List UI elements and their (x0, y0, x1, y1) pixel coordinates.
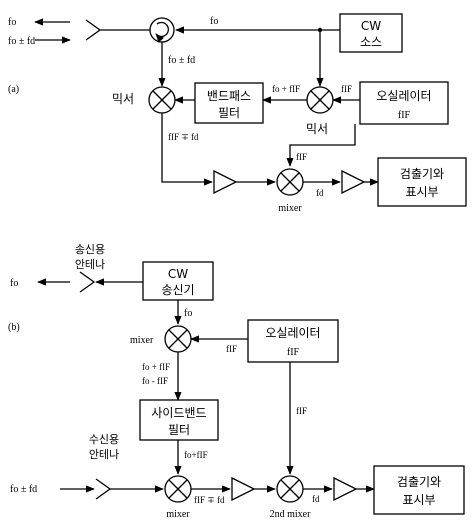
panel-b-sig-osc-down: fIF (296, 406, 307, 416)
panel-b-sig-cw-down: fo (184, 308, 192, 319)
mixer-b3-label: 2nd mixer (270, 509, 311, 520)
bandpass-filter-box (194, 82, 264, 124)
mixer-3-label: mixer (278, 203, 302, 214)
oscillator-line1: 오실레이터 (376, 89, 431, 103)
rx-antenna-icon (95, 478, 112, 500)
oscillator-box-b (247, 319, 339, 363)
panel-b-sig-doppler: fd (312, 494, 320, 504)
cw-transmitter-line2: 송신기 (161, 283, 194, 297)
mixer-1-label: 믹서 (112, 92, 134, 106)
amplifier-b2-icon (333, 476, 358, 502)
sideband-filter-line2: 필터 (168, 423, 190, 437)
panel-a-sig-osc-down: fIF (296, 152, 307, 162)
panel-b: (b) 송신용 안테나 fo CW 송신기 fo mixer 오실레이터 fIF… (8, 243, 465, 520)
cw-source-line1: CW (361, 19, 381, 33)
panel-b-sig-mixer-out-2: fo - fIF (142, 376, 168, 386)
detector-display-b-line2: 표시부 (402, 493, 435, 507)
tx-antenna-icon (79, 271, 96, 293)
panel-a-antenna-icon (85, 19, 150, 41)
detector-display-a-line2: 표시부 (405, 185, 438, 199)
panel-b-tx-label: fo (10, 278, 18, 289)
panel-a-sig-bpf-out: fIF ∓ fd (168, 132, 199, 142)
mixer-b1-label: mixer (130, 335, 154, 346)
cw-transmitter-line1: CW (168, 267, 188, 281)
bandpass-filter-line1: 밴드패스 (207, 89, 251, 103)
panel-a-mixer1-to-amp-line (161, 113, 213, 186)
sideband-filter-box (139, 399, 219, 441)
amplifier-b1-icon (231, 476, 256, 502)
panel-b-rx-label: fo ± fd (10, 484, 37, 495)
panel-a-rx-label: fo ± fd (8, 36, 35, 47)
oscillator-b-line2: fIF (287, 347, 300, 358)
detector-display-box-a (377, 157, 467, 207)
sideband-filter-line1: 사이드밴드 (151, 406, 206, 420)
detector-display-a-line1: 검출기와 (400, 167, 444, 181)
rx-antenna-label-line1: 수신용 (89, 433, 119, 446)
panel-a-osc-to-mixer3-line (286, 124, 356, 167)
panel-a-tag: (a) (8, 84, 19, 95)
mixer-b2-label: mixer (166, 509, 190, 520)
oscillator-line2: fIF (398, 110, 411, 121)
rx-antenna-label-line2: 안테나 (89, 448, 119, 461)
detector-display-box-b (373, 465, 465, 515)
amplifier-1-icon (213, 169, 238, 195)
detector-display-b-line1: 검출기와 (397, 475, 441, 489)
mixer-3-icon (276, 168, 304, 196)
mixer-b2-icon (164, 475, 192, 503)
panel-a-sig-doppler: fd (316, 188, 324, 198)
panel-b-sig-sbf-out: fo+fIF (184, 450, 208, 460)
panel-b-sig-mixer2-out: fIF ∓ fd (194, 495, 225, 505)
bandpass-filter-line2: 필터 (218, 106, 240, 120)
oscillator-b-line1: 오실레이터 (265, 326, 320, 340)
cw-source-line2: 소스 (360, 35, 382, 49)
panel-a-sig-osc-out: fIF (341, 84, 352, 94)
oscillator-box (359, 81, 449, 125)
panel-b-sig-osc-out: fIF (226, 344, 237, 354)
cw-source-box (339, 13, 403, 53)
panel-a: (a) fo fo ± fd fo CW 소스 fo ± fd (8, 13, 467, 214)
panel-a-sig-mixer2-in: fo + fIF (272, 84, 300, 94)
panel-b-tag: (b) (8, 322, 20, 333)
mixer-1-icon (148, 86, 176, 114)
panel-a-tx-label: fo (8, 17, 16, 28)
mixer-2-icon (306, 86, 334, 114)
panel-a-sig-circulator-down: fo ± fd (168, 55, 195, 66)
amplifier-2-icon (341, 169, 366, 195)
tx-antenna-label-line2: 안테나 (75, 258, 105, 271)
panel-a-sig-top: fo (210, 16, 218, 27)
mixer-b3-icon (276, 475, 304, 503)
cw-transmitter-box (142, 261, 214, 301)
panel-b-sig-mixer-out-1: fo + fIF (142, 362, 170, 372)
mixer-2-label: 믹서 (306, 122, 328, 136)
mixer-b1-icon (164, 325, 192, 353)
circulator-icon (149, 17, 175, 43)
tx-antenna-label-line1: 송신용 (75, 243, 105, 256)
